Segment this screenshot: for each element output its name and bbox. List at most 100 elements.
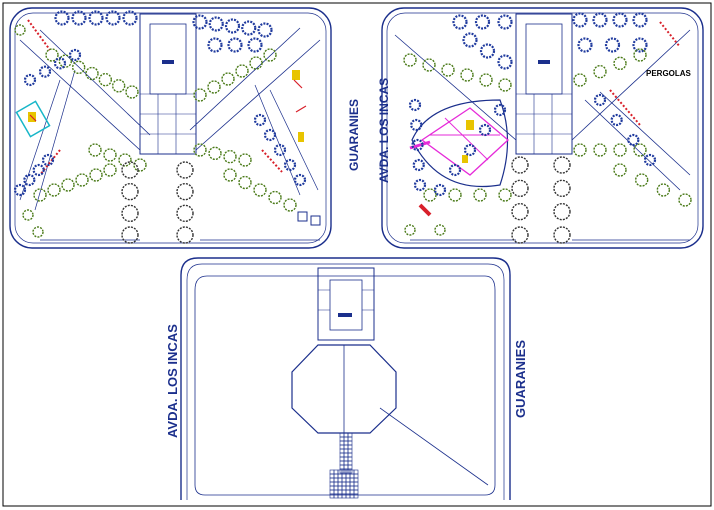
top-right-yellow-1 bbox=[466, 120, 474, 130]
tree-green bbox=[89, 168, 103, 182]
entry-tile bbox=[349, 473, 355, 479]
tree-blue bbox=[572, 12, 588, 28]
entry-tile bbox=[353, 477, 359, 483]
walkway-tile bbox=[339, 452, 345, 458]
top-right-yellow-2 bbox=[462, 155, 468, 163]
top-left-red-marks bbox=[293, 79, 307, 113]
tree-green bbox=[573, 73, 587, 87]
tree-green bbox=[498, 188, 512, 202]
tree-green bbox=[98, 72, 113, 87]
tree-green bbox=[634, 173, 649, 187]
tree-green bbox=[47, 183, 61, 197]
tree-dark bbox=[176, 204, 194, 223]
tree-green bbox=[223, 168, 237, 182]
entry-tile bbox=[337, 477, 343, 483]
top-right-red-hatch-1 bbox=[659, 21, 681, 48]
tree-blue bbox=[610, 113, 623, 127]
tree-blue bbox=[411, 138, 424, 152]
tree-blue bbox=[241, 20, 257, 36]
top-left-red-hatch-1 bbox=[27, 19, 51, 51]
tree-blue bbox=[452, 14, 468, 30]
tree-dark bbox=[121, 204, 139, 223]
tree-green bbox=[593, 64, 607, 79]
entry-tile bbox=[341, 489, 347, 495]
entry-tile bbox=[353, 473, 359, 479]
tree-dark bbox=[511, 226, 529, 244]
entry-tile bbox=[341, 481, 347, 487]
tree-blue bbox=[105, 10, 121, 26]
entry-tile bbox=[353, 485, 359, 491]
tree-blue bbox=[413, 178, 427, 192]
tree-green bbox=[88, 143, 102, 157]
tree-blue bbox=[208, 16, 224, 32]
entry-tile bbox=[341, 473, 347, 479]
tree-green bbox=[441, 63, 455, 77]
tree-blue bbox=[54, 10, 70, 26]
tree-green bbox=[263, 48, 277, 62]
walkway-tile bbox=[339, 464, 345, 470]
tree-green bbox=[249, 56, 263, 70]
tree-green bbox=[103, 163, 117, 177]
tree-dark bbox=[176, 226, 194, 244]
walkway-tile bbox=[347, 464, 353, 470]
street-label-incas-top: AVDA. LOS INCAS bbox=[377, 77, 391, 183]
entry-tile bbox=[353, 481, 359, 487]
top-left-central-building bbox=[139, 13, 197, 155]
tree-blue bbox=[577, 37, 593, 53]
top-left-play-mark bbox=[29, 114, 37, 122]
entry-tile bbox=[329, 481, 335, 487]
tree-green bbox=[434, 224, 446, 236]
tree-blue bbox=[612, 12, 628, 28]
tree-blue bbox=[13, 183, 27, 197]
tree-blue bbox=[23, 173, 36, 187]
tree-green bbox=[573, 143, 587, 157]
tree-dark bbox=[553, 226, 571, 244]
tree-blue bbox=[247, 37, 263, 53]
top-right-sidewalk bbox=[386, 12, 699, 244]
tree-blue bbox=[253, 113, 267, 127]
tree-green bbox=[193, 88, 207, 102]
tree-green bbox=[221, 72, 235, 86]
tree-blue bbox=[71, 10, 87, 26]
walkway-tile bbox=[343, 452, 349, 458]
walkway-tile bbox=[343, 444, 349, 450]
tree-green bbox=[238, 153, 252, 167]
top-left-play-area bbox=[15, 100, 51, 138]
top-left-trees bbox=[13, 10, 307, 244]
tree-blue bbox=[224, 18, 241, 34]
tree-green bbox=[423, 188, 437, 202]
tree-green bbox=[473, 188, 487, 202]
tree-dark bbox=[553, 156, 571, 174]
bottom-plan bbox=[180, 257, 511, 500]
walkway-tile bbox=[339, 440, 345, 446]
tree-green bbox=[448, 188, 462, 202]
tree-blue bbox=[493, 103, 507, 117]
walkway-tile bbox=[339, 456, 345, 462]
tree-blue bbox=[23, 73, 37, 87]
tree-blue bbox=[474, 14, 491, 30]
tree-green bbox=[33, 188, 47, 202]
tree-dark bbox=[121, 161, 139, 179]
tree-blue bbox=[479, 43, 496, 59]
tree-green bbox=[118, 153, 132, 167]
walkway-tile bbox=[347, 436, 353, 442]
tree-green bbox=[235, 64, 249, 78]
tree-green bbox=[14, 24, 26, 36]
tree-blue bbox=[283, 158, 297, 172]
top-left-bench-2 bbox=[298, 132, 304, 142]
tree-blue bbox=[41, 153, 55, 167]
bottom-building-core bbox=[329, 279, 363, 331]
tree-green bbox=[133, 158, 147, 172]
tree-green bbox=[32, 226, 44, 238]
tree-blue bbox=[410, 118, 423, 132]
tree-blue bbox=[38, 65, 52, 78]
entry-tile bbox=[329, 477, 335, 483]
walkway-tile bbox=[339, 448, 345, 454]
tree-dark bbox=[176, 161, 194, 179]
tree-green bbox=[498, 78, 512, 92]
tree-blue bbox=[263, 128, 277, 142]
walkway-tile bbox=[343, 440, 349, 446]
entry-tile bbox=[349, 489, 355, 495]
tree-green bbox=[61, 178, 75, 192]
